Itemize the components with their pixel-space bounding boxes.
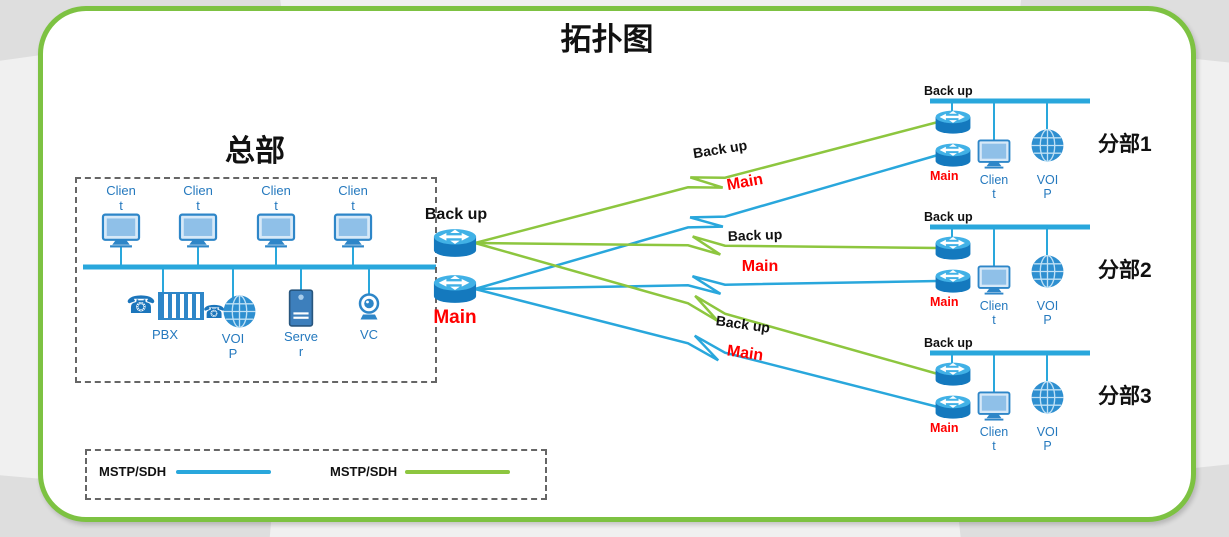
voip-globe-icon [222, 294, 257, 329]
router-icon [934, 268, 972, 295]
router-icon [934, 361, 972, 388]
client-computer-icon [333, 213, 373, 248]
branch-main-label: Main [930, 169, 959, 183]
pbx-label: PBX [151, 327, 178, 342]
diagram-frame [38, 6, 1196, 522]
legend-label: MSTP/SDH [330, 464, 398, 479]
router-icon [432, 227, 478, 260]
branch-backup-label: Back up [924, 210, 973, 224]
branch-main-label: Main [930, 295, 959, 309]
router-icon [934, 235, 972, 262]
server-icon [288, 288, 314, 328]
branch-name: 分部3 [1098, 385, 1152, 408]
client-computer-icon [977, 139, 1011, 169]
router-icon [432, 273, 478, 306]
voip-globe-icon [1030, 380, 1065, 415]
client-computer-icon [977, 265, 1011, 295]
pbx-icon: ☎ [126, 292, 204, 320]
legend-green-line [405, 470, 510, 474]
legend-blue-line [176, 470, 271, 474]
link-main-label: Main [741, 258, 779, 275]
page-title: 拓扑图 [560, 22, 654, 57]
pbx-rack-icon [157, 292, 204, 320]
phone-handset-icon: ☎ [203, 301, 226, 322]
hq-main-router-label: Main [433, 307, 477, 328]
video-camera-icon [351, 292, 387, 323]
legend-label: MSTP/SDH [99, 464, 167, 479]
client-computer-icon [256, 213, 296, 248]
client-computer-icon [178, 213, 218, 248]
voip-icon: ☎ [203, 294, 257, 329]
branch-backup-label: Back up [924, 336, 973, 350]
router-icon [934, 109, 972, 136]
branch-backup-label: Back up [924, 84, 973, 98]
client-computer-icon [101, 213, 141, 248]
legend-box [85, 449, 547, 500]
router-icon [934, 394, 972, 421]
router-icon [934, 142, 972, 169]
hq-title: 总部 [225, 135, 285, 168]
voip-globe-icon [1030, 128, 1065, 163]
voip-globe-icon [1030, 254, 1065, 289]
branch-main-label: Main [930, 421, 959, 435]
hq-backup-router-label: Back up [424, 206, 488, 223]
client-computer-icon [977, 391, 1011, 421]
vc-label: VC [359, 327, 379, 342]
branch-name: 分部1 [1098, 133, 1152, 156]
branch-name: 分部2 [1098, 259, 1152, 282]
phone-handset-icon: ☎ [126, 292, 156, 319]
